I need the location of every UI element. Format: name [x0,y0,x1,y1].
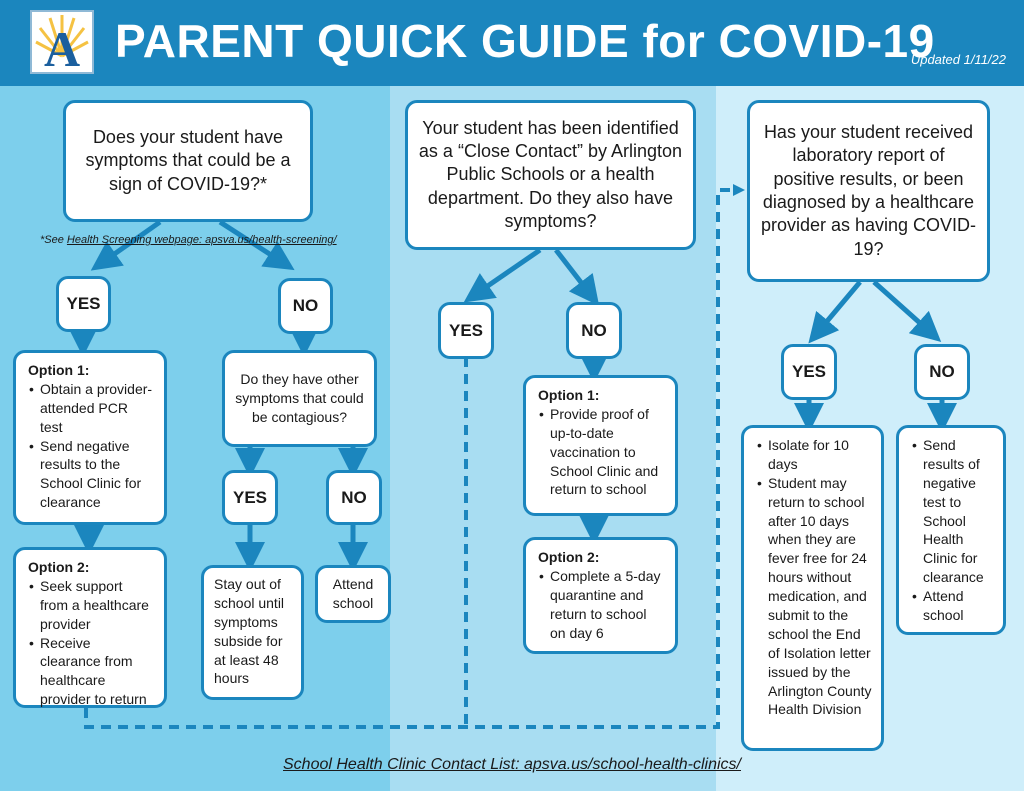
option1-symptoms-list: Obtain a provider-attended PCR test Send… [28,380,154,512]
list-item: Send results of negative test to School … [912,436,997,587]
option2-symptoms: Option 2: Seek support from a healthcare… [13,547,167,708]
list-item: Receive clearance from healthcare provid… [29,634,154,710]
isolation-box: Isolate for 10 days Student may return t… [741,425,884,751]
question-other-symptoms: Do they have other symptoms that could b… [222,350,377,447]
arrow-c3-no [872,280,942,342]
option2-close-contact: Option 2: Complete a 5-day quarantine an… [523,537,678,654]
list-item: Complete a 5-day quarantine and return t… [539,567,665,643]
arrow-c1-yes [90,219,162,271]
negative-test-box: Send results of negative test to School … [896,425,1006,635]
yes-positive-result: YES [781,344,837,400]
no-positive-result: NO [914,344,970,400]
clinic-contact-link[interactable]: School Health Clinic Contact List: apsva… [283,756,741,773]
negative-test-list: Send results of negative test to School … [911,436,997,625]
question-symptoms: Does your student have symptoms that cou… [63,100,313,222]
no-symptoms: NO [278,278,333,334]
list-item: Obtain a provider-attended PCR test [29,380,154,437]
header-banner: A PARENT QUICK GUIDE for COVID-19 Update… [0,0,1024,86]
list-item: Provide proof of up-to-date vaccination … [539,405,665,499]
option1-symptoms: Option 1: Obtain a provider-attended PCR… [13,350,167,525]
sunburst-logo-icon: A [35,15,89,77]
list-item: Send negative results to the School Clin… [29,437,154,513]
aps-logo: A [30,10,94,77]
arrow-c2-no [554,248,600,306]
health-screening-note: *See Health Screening webpage: apsva.us/… [40,234,337,246]
arrow-c1-no [218,219,295,271]
arrow-c3-yes [808,280,862,344]
dashed-arrow-head [733,184,745,196]
list-item: Seek support from a healthcare provider [29,577,154,634]
stay-out-box: Stay out of school until symptoms subsid… [201,565,304,700]
question-close-contact: Your student has been identified as a “C… [405,100,696,250]
dashed-path-to-positive [84,188,735,729]
page-title: PARENT QUICK GUIDE for COVID-19 [115,15,935,67]
list-item: Student may return to school after 10 da… [757,474,875,720]
no-close-contact: NO [566,302,622,359]
question-positive-result: Has your student received laboratory rep… [747,100,990,282]
svg-text:A: A [44,21,80,72]
option1-close-contact: Option 1: Provide proof of up-to-date va… [523,375,678,516]
option2-symptoms-list: Seek support from a healthcare provider … [28,577,154,709]
yes-close-contact: YES [438,302,494,359]
updated-date: Updated 1/11/22 [910,52,1006,67]
yes-other-symptoms: YES [222,470,278,525]
health-screening-link[interactable]: Health Screening webpage: apsva.us/healt… [66,234,337,246]
list-item: Attend school [912,587,997,625]
arrow-c2-yes [463,247,542,303]
isolation-list: Isolate for 10 days Student may return t… [756,436,875,719]
option1-close-contact-list: Provide proof of up-to-date vaccination … [538,405,665,499]
no-other-symptoms: NO [326,470,382,525]
attend-school-box: Attend school [315,565,391,623]
list-item: Isolate for 10 days [757,436,875,474]
yes-symptoms: YES [56,276,111,332]
option2-close-contact-list: Complete a 5-day quarantine and return t… [538,567,665,643]
